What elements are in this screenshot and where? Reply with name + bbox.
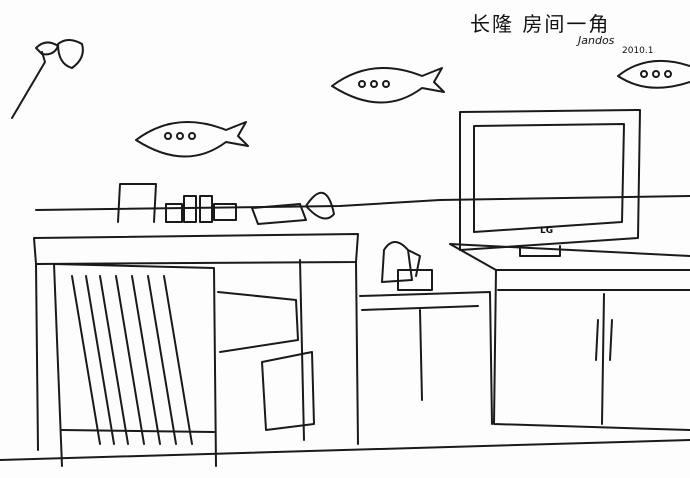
sketch-date: 2010.1 xyxy=(622,46,654,56)
sketch-title: 长隆 房间一角 xyxy=(470,12,611,36)
chair xyxy=(53,263,299,467)
desk-top xyxy=(33,233,359,265)
fish-decoration-icon xyxy=(135,59,690,158)
trash-bin xyxy=(261,351,315,431)
artist-signature: Jandos xyxy=(578,34,615,47)
side-shelf xyxy=(359,291,493,425)
tv-brand-logo: LG xyxy=(540,226,554,236)
tv-cabinet xyxy=(449,243,690,431)
floor-line xyxy=(0,439,690,461)
kettle xyxy=(381,241,421,283)
lamp-icon xyxy=(11,39,84,119)
tv xyxy=(459,109,641,257)
desk-legs xyxy=(35,259,359,451)
wall-shelf xyxy=(35,195,690,211)
